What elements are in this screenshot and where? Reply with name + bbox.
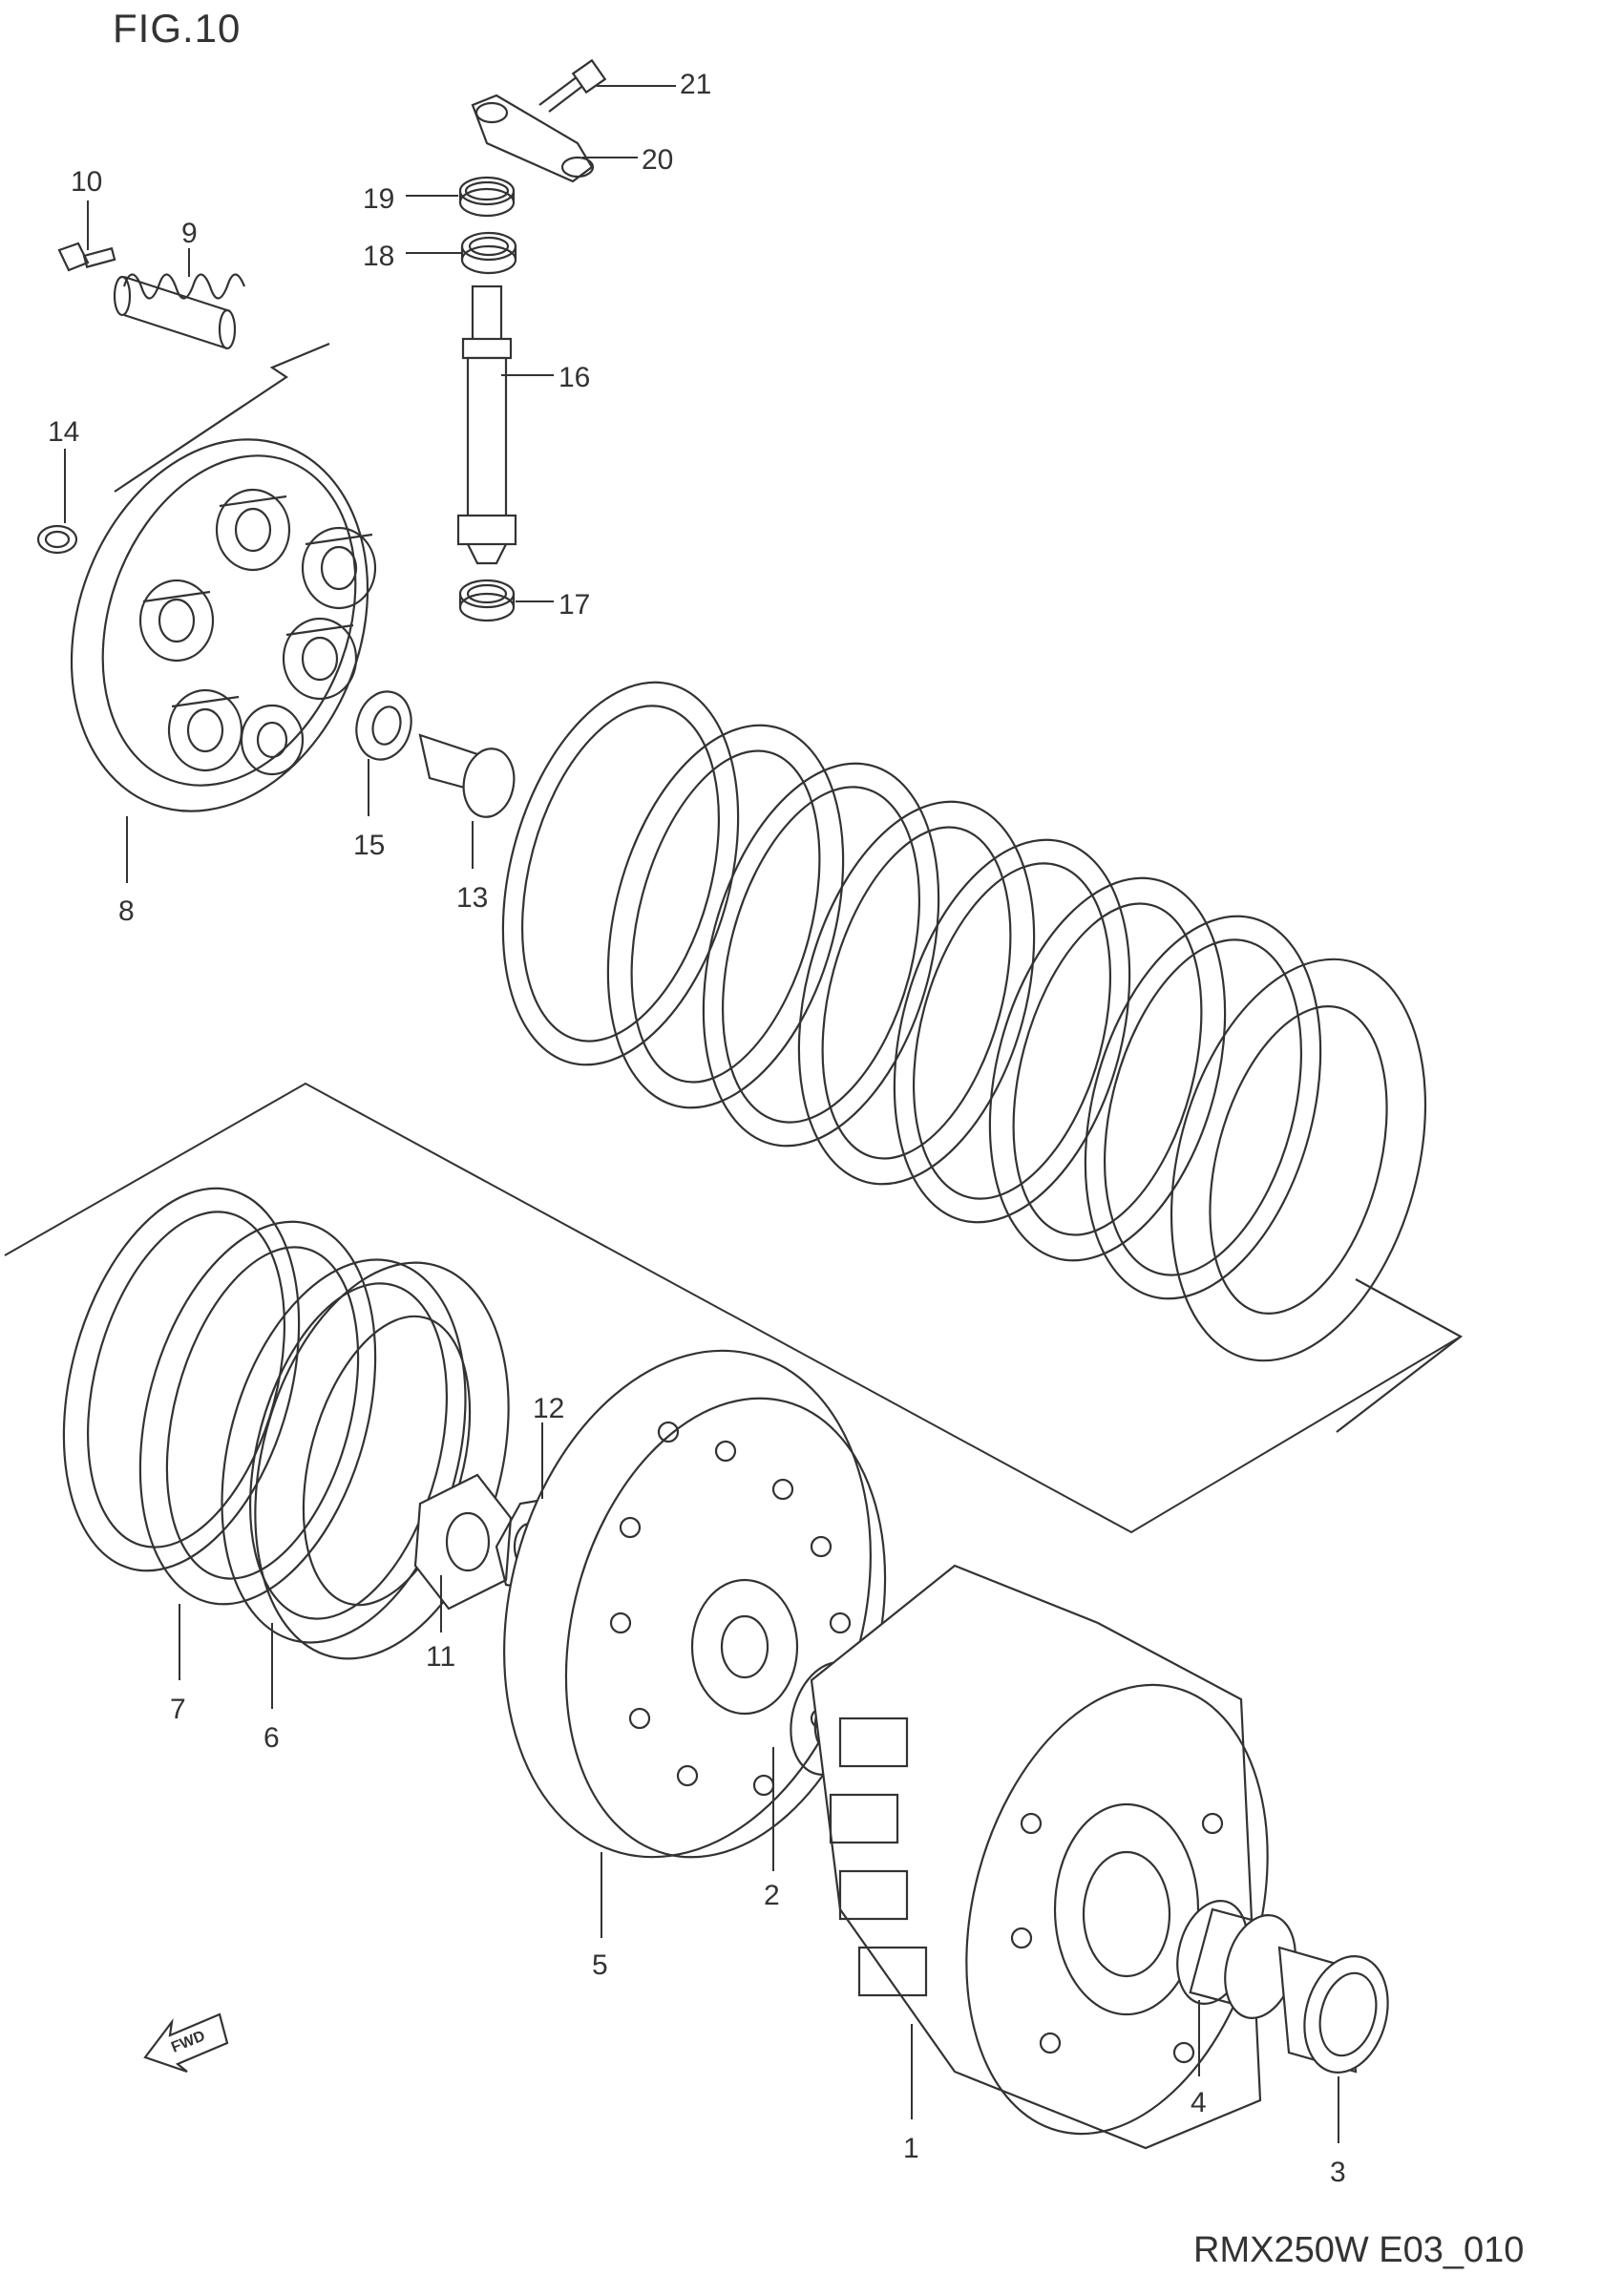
callout-10: 10: [71, 166, 102, 198]
pressure-plate: [70, 342, 377, 812]
callout-7: 7: [170, 1694, 186, 1725]
leader-lines: [64, 85, 1339, 2143]
callout-19: 19: [363, 183, 394, 215]
callout-18: 18: [363, 241, 394, 272]
bearing-17: [458, 579, 516, 622]
driven-plate-6: [221, 1258, 510, 1660]
callout-12: 12: [533, 1393, 564, 1424]
callout-15: 15: [353, 830, 385, 861]
callout-6: 6: [263, 1722, 280, 1754]
bolt-10: [57, 242, 116, 272]
callout-17: 17: [559, 589, 590, 621]
callout-3: 3: [1330, 2157, 1346, 2188]
callout-11: 11: [426, 1641, 455, 1673]
callout-8: 8: [118, 895, 135, 927]
callout-20: 20: [642, 144, 673, 176]
callout-1: 1: [903, 2133, 919, 2164]
callout-5: 5: [592, 1949, 608, 1981]
figure-title: FIG.10: [113, 6, 242, 51]
release-arm-20: [471, 94, 595, 183]
circlip-14: [36, 524, 78, 555]
callout-2: 2: [764, 1880, 780, 1911]
callout-4: 4: [1191, 2087, 1207, 2118]
bearing-18: [460, 231, 517, 275]
callout-13: 13: [456, 882, 488, 914]
callout-9: 9: [181, 218, 198, 249]
group-bracket: [4, 1082, 1462, 1534]
drive-plate-7: [62, 1187, 377, 1606]
spacer-3: [1277, 1946, 1389, 2074]
clutch-plate-stack: [501, 681, 1464, 1433]
bolt-21: [538, 58, 607, 113]
washer-15: [355, 690, 412, 761]
callout-labels: 21 20 19 18 16 17 10 9 14 8 15 13 12 11 …: [48, 69, 1346, 2188]
nut-11: [413, 1473, 513, 1611]
release-shaft-16: [456, 284, 517, 565]
callout-16: 16: [559, 362, 590, 393]
oil-seal-19: [458, 176, 516, 218]
push-piece-13: [418, 733, 516, 818]
callout-21: 21: [680, 69, 711, 100]
callout-14: 14: [48, 416, 79, 448]
fwd-arrow-icon: FWD: [143, 2012, 229, 2074]
clutch-housing-1: [810, 1564, 1269, 2150]
figure-code: RMX250W E03_010: [1193, 2230, 1525, 2270]
clutch-spring: [113, 273, 246, 350]
needle-bearing-4: [1176, 1900, 1296, 2019]
